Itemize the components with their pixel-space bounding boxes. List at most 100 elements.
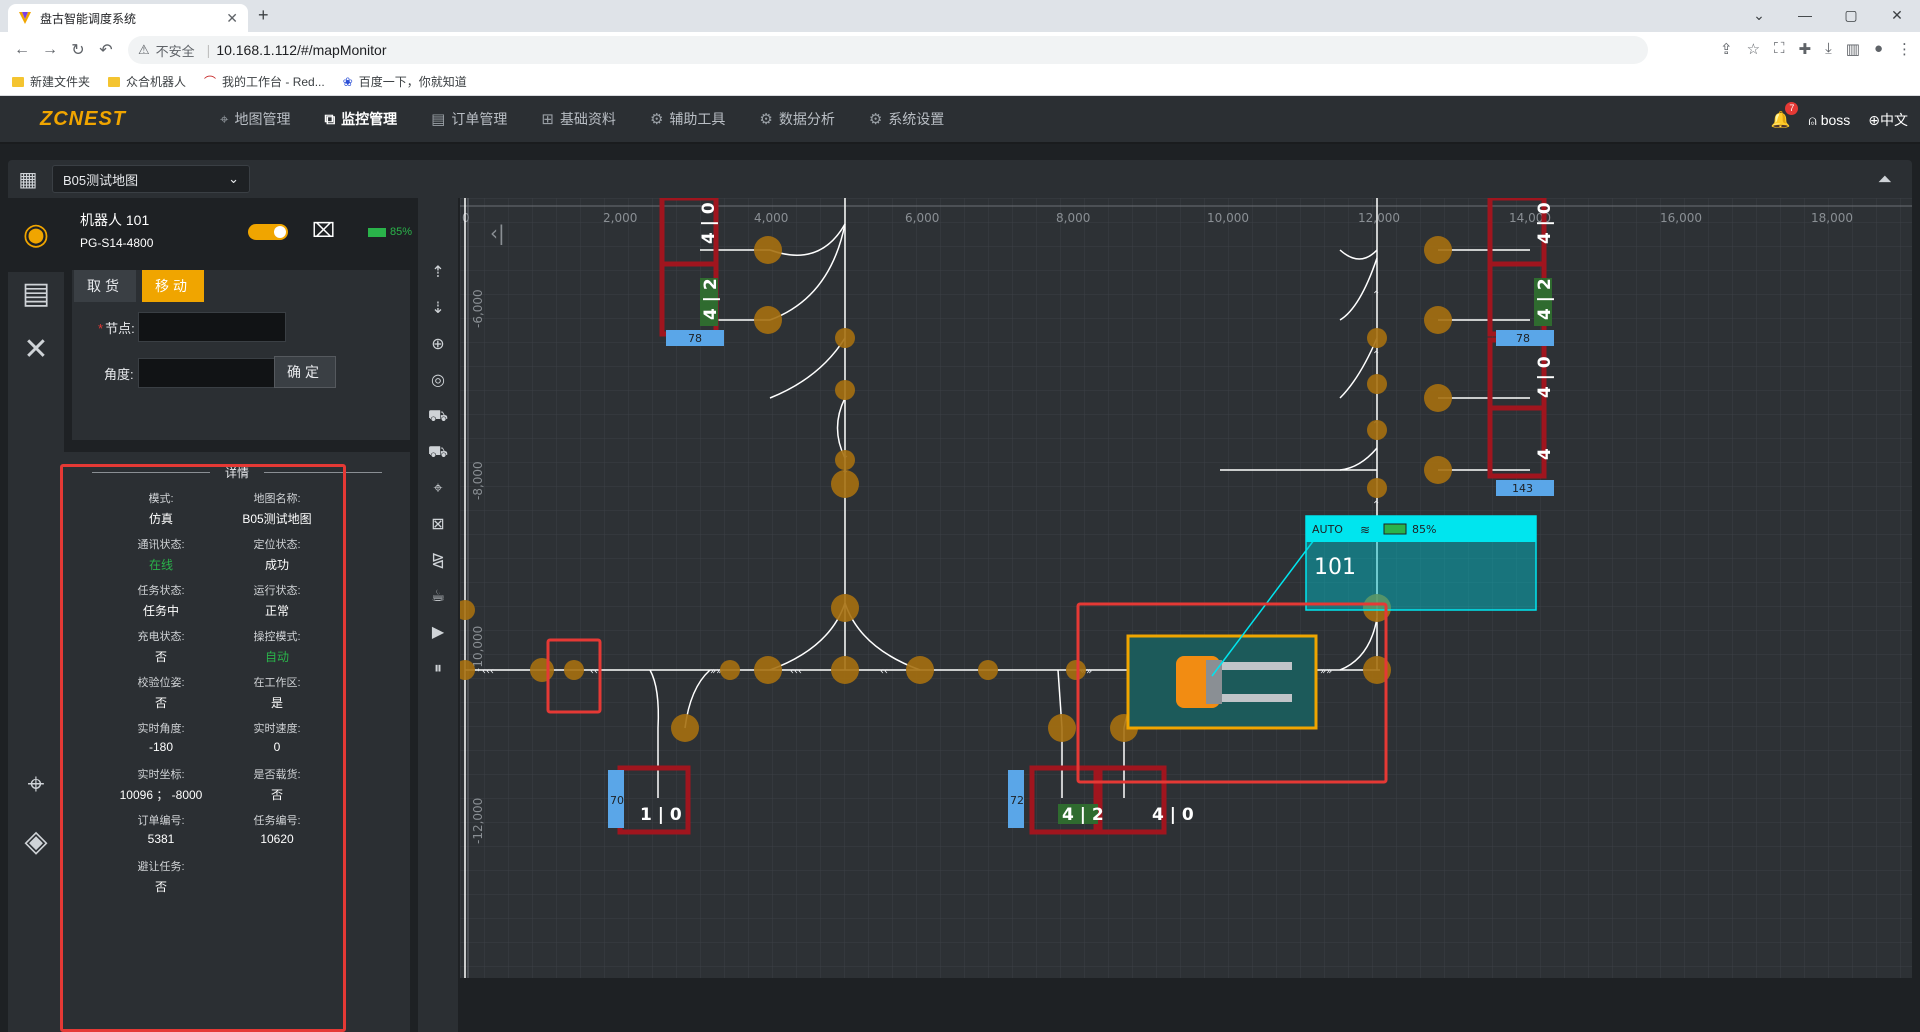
sidepanel-icon[interactable]: ▥: [1845, 41, 1860, 58]
map-node[interactable]: [1424, 306, 1452, 334]
map-node[interactable]: [906, 656, 934, 684]
upload-icon[interactable]: ⇡: [431, 264, 445, 281]
notification-bell-icon[interactable]: 🔔7: [1770, 102, 1799, 130]
reload-icon[interactable]: ↻: [71, 42, 85, 59]
map-node[interactable]: [754, 236, 782, 264]
robot-monitor-icon[interactable]: ◉: [8, 198, 64, 272]
tools-icon[interactable]: ✕: [23, 333, 49, 366]
minimize-icon[interactable]: —: [1798, 7, 1812, 23]
briefcase-icon[interactable]: ⌧: [312, 220, 336, 242]
map-node[interactable]: [831, 656, 859, 684]
tab-close-icon[interactable]: ✕: [226, 9, 238, 26]
node-input[interactable]: [138, 312, 286, 342]
map-toolbar: ⇡ ⇣ ⊕ ◎ ⛟ ⛟ ⌖ ⊠ ⧎ ☕ ▶ ⏸: [418, 198, 458, 1032]
vehicle-icon[interactable]: ⛟: [427, 408, 449, 425]
menu-data-analysis[interactable]: ⚙数据分析: [759, 109, 834, 129]
map-node[interactable]: [720, 660, 740, 680]
menu-order-management[interactable]: ▤订单管理: [431, 109, 507, 129]
map-node[interactable]: [978, 660, 998, 680]
forward-icon[interactable]: →: [42, 41, 58, 58]
play-icon[interactable]: ▶: [431, 624, 445, 641]
equalizer-icon[interactable]: ⧎: [431, 552, 445, 569]
robot-enable-toggle[interactable]: [248, 224, 288, 240]
layers-icon[interactable]: ◈: [24, 825, 48, 858]
map-node[interactable]: [1424, 456, 1452, 484]
crosshair-icon[interactable]: ⌖: [27, 768, 45, 801]
station-box[interactable]: [1487, 405, 1547, 479]
map-node[interactable]: [1066, 660, 1086, 680]
menu-map-management[interactable]: ⌖地图管理: [220, 109, 290, 129]
map-node[interactable]: [1367, 328, 1387, 348]
map-node[interactable]: [835, 450, 855, 470]
download-icon[interactable]: ⇣: [431, 300, 445, 317]
menu-aux-tools[interactable]: ⚙辅助工具: [650, 109, 725, 129]
profile-avatar-icon[interactable]: ●: [1873, 40, 1883, 57]
robot-vehicle[interactable]: [1126, 634, 1318, 730]
map-node[interactable]: [1367, 478, 1387, 498]
menu-system-settings[interactable]: ⚙系统设置: [869, 109, 944, 129]
map-node[interactable]: [1424, 236, 1452, 264]
download-icon[interactable]: ⤓: [1825, 40, 1832, 57]
map-node[interactable]: [671, 714, 699, 742]
bookmark-star-icon[interactable]: ☆: [1746, 41, 1761, 58]
extensions-icon[interactable]: ✚: [1798, 41, 1812, 58]
station-box[interactable]: [1029, 765, 1103, 835]
map-node[interactable]: [1367, 420, 1387, 440]
browser-tab[interactable]: 盘古智能调度系统 ✕: [8, 4, 248, 32]
location-icon[interactable]: ⌖: [433, 480, 443, 497]
tab-search-icon[interactable]: ⌄: [1753, 7, 1765, 23]
url-input[interactable]: ⚠ 不安全 | 10.168.1.112/#/mapMonitor: [128, 36, 1648, 64]
menu-basic-data[interactable]: ⊞基础资料: [541, 109, 616, 129]
back-icon[interactable]: ←: [14, 41, 30, 58]
robot-popup[interactable]: AUTO ≋ 85% 101: [1305, 515, 1537, 611]
share-icon[interactable]: ⇪: [1719, 41, 1733, 58]
pause-icon[interactable]: ⏸: [433, 660, 442, 677]
close-window-icon[interactable]: ✕: [1891, 7, 1903, 23]
home-icon[interactable]: ↶: [99, 42, 113, 59]
crop-icon[interactable]: ⛶: [1774, 40, 1785, 57]
map-node[interactable]: [530, 658, 554, 682]
browser-menu-icon[interactable]: ⋮: [1897, 41, 1912, 58]
user-menu[interactable]: ⍝ boss: [1808, 112, 1850, 129]
maximize-icon[interactable]: ▢: [1844, 7, 1858, 23]
map-node[interactable]: [831, 470, 859, 498]
bookmark-item[interactable]: ❀百度一下，你就知道: [343, 73, 467, 90]
tab-move[interactable]: 移动: [142, 270, 204, 302]
map-node[interactable]: [1367, 374, 1387, 394]
map-layout-icon[interactable]: ▦: [18, 168, 38, 191]
map-node[interactable]: [1048, 714, 1076, 742]
bookmark-item[interactable]: ⌒我的工作台 - Red...: [204, 73, 325, 90]
collapse-up-icon[interactable]: ⏶: [1877, 168, 1892, 189]
map-node[interactable]: [460, 600, 475, 620]
map-node[interactable]: [564, 660, 584, 680]
bookmark-item[interactable]: 新建文件夹: [12, 73, 90, 90]
angle-input[interactable]: [138, 358, 286, 388]
vehicle-alt-icon[interactable]: ⛟: [427, 444, 449, 461]
map-node[interactable]: [835, 328, 855, 348]
new-tab-button[interactable]: +: [258, 5, 269, 25]
map-node[interactable]: [1363, 594, 1391, 622]
map-node[interactable]: [754, 306, 782, 334]
map-node[interactable]: [1424, 384, 1452, 412]
language-switch[interactable]: ⊕中文: [1868, 110, 1908, 130]
map-select[interactable]: B05测试地图⌄: [52, 165, 250, 193]
clear-icon[interactable]: ⊠: [431, 516, 445, 533]
station-box[interactable]: [1093, 765, 1167, 835]
brand-logo[interactable]: ZCNEST: [40, 107, 126, 130]
map-node[interactable]: [831, 594, 859, 622]
focus-icon[interactable]: ◎: [431, 372, 445, 389]
map-node[interactable]: [460, 660, 475, 680]
map-node[interactable]: [1363, 656, 1391, 684]
cup-icon[interactable]: ☕: [430, 588, 446, 605]
tab-pickup[interactable]: 取货: [74, 270, 136, 302]
clipboard-icon[interactable]: ▤: [21, 277, 51, 310]
bookmark-item[interactable]: 众合机器人: [108, 73, 186, 90]
menu-monitor-management[interactable]: ⧉监控管理: [324, 109, 397, 129]
confirm-button[interactable]: 确定: [274, 356, 336, 388]
target-icon[interactable]: ⊕: [431, 336, 445, 353]
map-node[interactable]: [754, 656, 782, 684]
collapse-left-icon[interactable]: ‹|: [490, 221, 505, 245]
map-node[interactable]: [835, 380, 855, 400]
